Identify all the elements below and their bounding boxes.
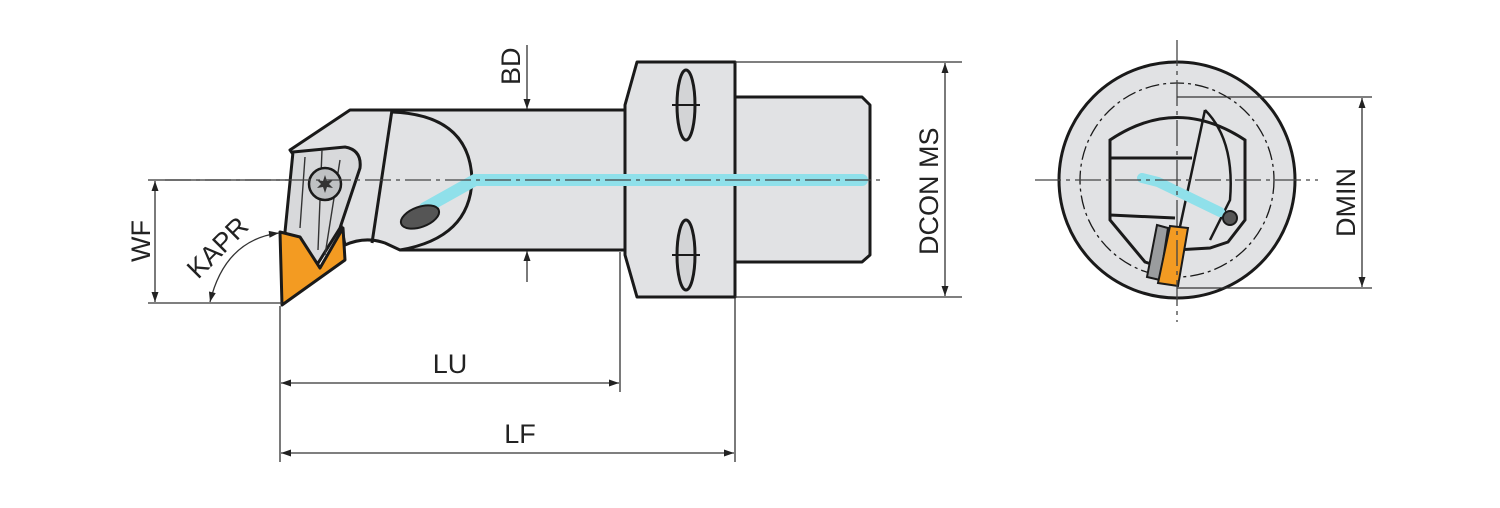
head-edge — [370, 109, 394, 244]
end-coolant-outlet — [1222, 210, 1238, 226]
cutting-insert — [278, 226, 347, 307]
side-view — [165, 60, 885, 307]
label-dcon-ms: DCON MS — [914, 128, 944, 256]
label-wf: WF — [126, 220, 156, 262]
label-kapr: KAPR — [181, 211, 254, 284]
kapr-arc — [208, 230, 280, 303]
label-lu: LU — [433, 349, 468, 379]
torx-star-icon — [317, 175, 333, 193]
coolant-outlet — [399, 204, 441, 230]
label-bd: BD — [496, 47, 526, 85]
end-view: DMIN — [1035, 40, 1372, 322]
end-insert — [1156, 224, 1190, 288]
end-edge — [1109, 213, 1176, 220]
label-dmin: DMIN — [1331, 168, 1361, 237]
label-lf: LF — [504, 419, 536, 449]
end-coolant-channel — [1137, 173, 1225, 217]
